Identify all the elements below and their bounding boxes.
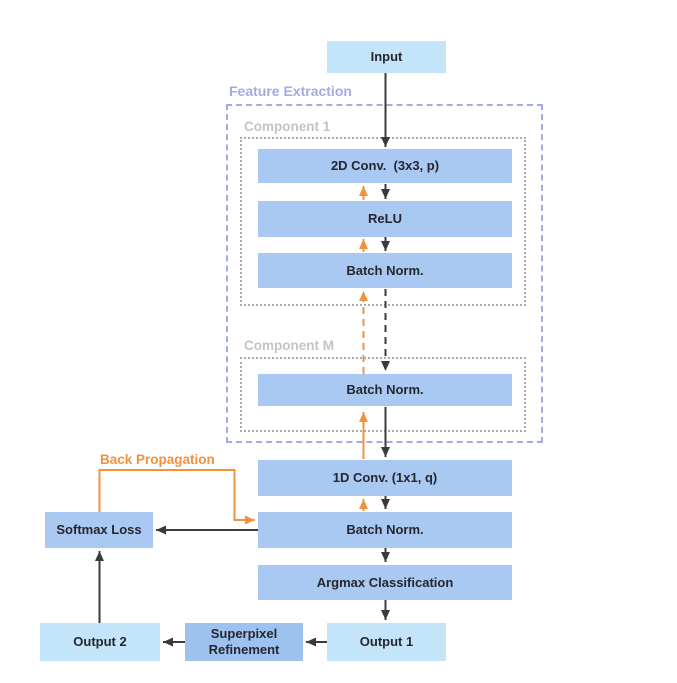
component-m-label: Component M [244,338,334,353]
back-propagation-label: Back Propagation [100,452,215,467]
node-argmax-classification: Argmax Classification [258,565,512,600]
node-2d-conv: 2D Conv. (3x3, p) [258,149,512,183]
node-output-1: Output 1 [327,623,446,661]
node-input: Input [327,41,446,73]
node-batch-norm-component1: Batch Norm. [258,253,512,288]
node-softmax-loss: Softmax Loss [45,512,153,548]
feature-extraction-label: Feature Extraction [229,83,352,99]
node-batch-norm-output: Batch Norm. [258,512,512,548]
node-superpixel-refinement: Superpixel Refinement [185,623,303,661]
node-batch-norm-componentM: Batch Norm. [258,374,512,406]
component-m-container [240,357,526,432]
node-relu: ReLU [258,201,512,237]
component-1-label: Component 1 [244,119,331,134]
node-1d-conv: 1D Conv. (1x1, q) [258,460,512,496]
node-output-2: Output 2 [40,623,160,661]
